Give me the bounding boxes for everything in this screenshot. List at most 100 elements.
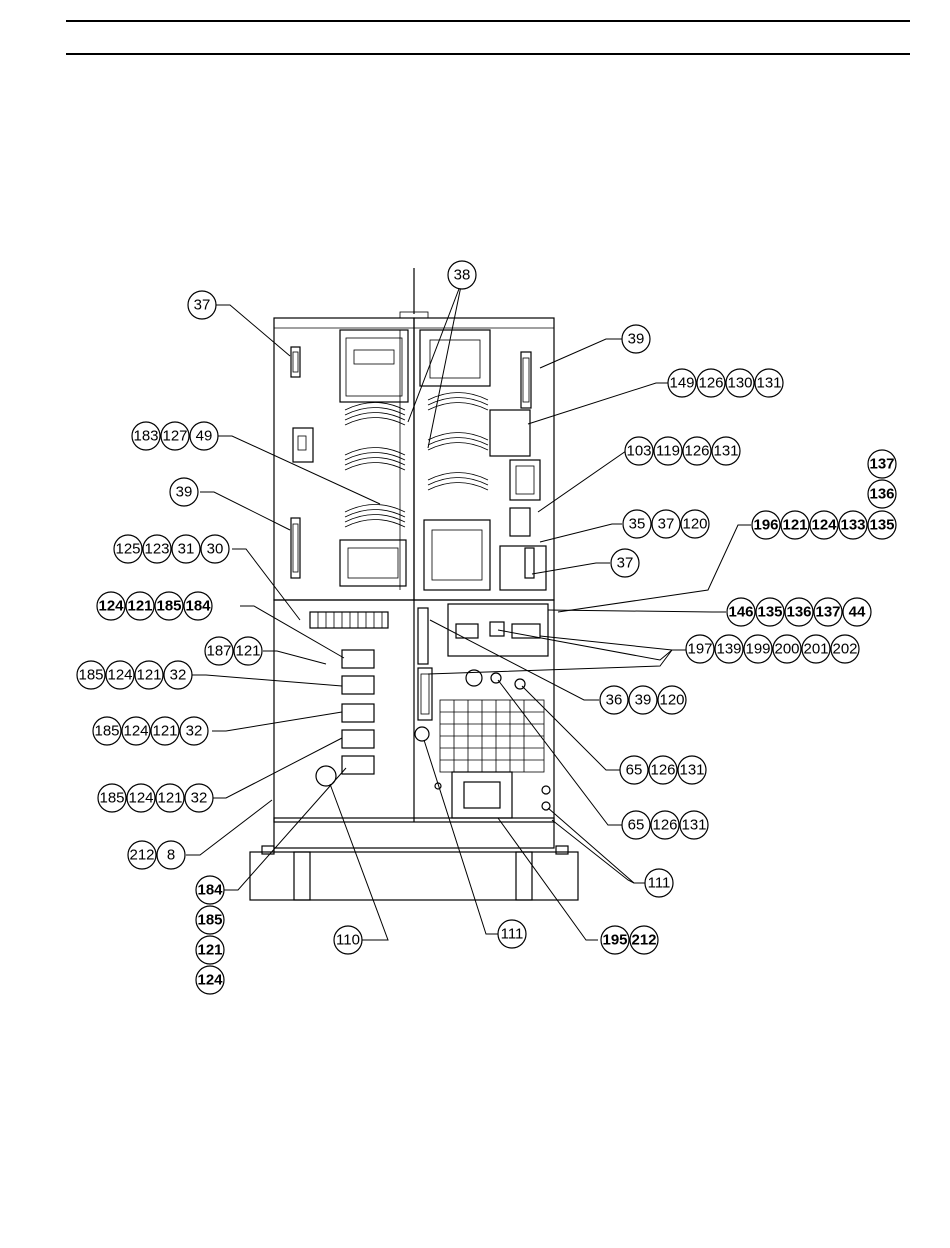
balloon-group-146: 146 135 136 137 44 [727, 598, 871, 626]
cabinet-drawing [250, 268, 578, 900]
svg-text:65: 65 [626, 762, 643, 779]
svg-text:185: 185 [156, 598, 181, 615]
balloon-185-stack: 185 [196, 906, 224, 934]
svg-text:126: 126 [684, 443, 709, 460]
balloon-137-stack: 137 [868, 450, 896, 478]
svg-text:149: 149 [669, 375, 694, 392]
balloon-label: 38 [454, 267, 471, 284]
balloon-136-stack: 136 [868, 480, 896, 508]
upper-right-panel [414, 318, 554, 600]
svg-text:36: 36 [606, 692, 623, 709]
balloon-label: 121 [197, 942, 222, 959]
svg-text:201: 201 [803, 641, 828, 658]
balloon-111-right: 111 [645, 869, 673, 897]
balloon-39-right: 39 [622, 325, 650, 353]
balloon-39-left: 39 [170, 478, 198, 506]
balloon-group-197: 197 139 199 200 201 202 [686, 635, 859, 663]
balloon-label: 111 [501, 926, 524, 943]
svg-text:130: 130 [727, 375, 752, 392]
balloon-37-top: 37 [188, 291, 216, 319]
svg-text:103: 103 [626, 443, 651, 460]
balloon-group-185-b: 185 124 121 32 [93, 717, 208, 745]
balloon-37-mid: 37 [611, 549, 639, 577]
balloon-label: 39 [176, 484, 193, 501]
svg-text:135: 135 [757, 604, 782, 621]
balloon-label: 185 [197, 912, 222, 929]
svg-text:120: 120 [659, 692, 684, 709]
svg-text:49: 49 [196, 428, 213, 445]
svg-text:146: 146 [728, 604, 753, 621]
svg-text:136: 136 [786, 604, 811, 621]
balloon-38: 38 [448, 261, 476, 289]
svg-text:127: 127 [162, 428, 187, 445]
balloon-label: 137 [869, 456, 894, 473]
balloon-label: 111 [648, 875, 671, 892]
balloon-124-stack: 124 [196, 966, 224, 994]
balloon-group-149: 149 126 130 131 [668, 369, 783, 397]
svg-text:131: 131 [756, 375, 781, 392]
upper-left-panel [274, 318, 414, 600]
balloon-label: 37 [194, 297, 211, 314]
balloon-group-212-8: 212 8 [128, 841, 185, 869]
svg-text:131: 131 [681, 817, 706, 834]
balloon-group-183: 183 127 49 [132, 422, 218, 450]
svg-text:32: 32 [186, 723, 203, 740]
svg-text:126: 126 [698, 375, 723, 392]
balloon-group-103: 103 119 126 131 [625, 437, 740, 465]
balloon-group-125: 125 123 31 30 [114, 535, 229, 563]
svg-text:120: 120 [682, 516, 707, 533]
svg-text:126: 126 [652, 817, 677, 834]
balloon-label: 124 [197, 972, 223, 989]
svg-text:32: 32 [191, 790, 208, 807]
svg-text:195: 195 [602, 932, 627, 949]
balloon-group-196[interactable]: 196 121 124 133 135 [752, 511, 896, 539]
svg-text:183: 183 [133, 428, 158, 445]
balloon-label: 110 [336, 932, 360, 949]
svg-text:212: 212 [129, 847, 154, 864]
svg-text:39: 39 [635, 692, 652, 709]
svg-text:133: 133 [840, 517, 865, 534]
svg-text:119: 119 [656, 443, 680, 460]
svg-text:121: 121 [127, 598, 152, 615]
balloon-group-36: 36 39 120 [600, 686, 686, 714]
svg-text:121: 121 [157, 790, 182, 807]
svg-text:185: 185 [94, 723, 119, 740]
svg-text:30: 30 [207, 541, 224, 558]
svg-text:199: 199 [745, 641, 770, 658]
balloon-group-35: 35 37 120 [623, 510, 709, 538]
svg-text:124: 124 [98, 598, 124, 615]
svg-text:126: 126 [650, 762, 675, 779]
leader-lines [186, 281, 751, 940]
svg-text:124: 124 [811, 517, 837, 534]
svg-text:197: 197 [687, 641, 712, 658]
balloon-group-65-a: 65 126 131 [620, 756, 706, 784]
balloon-group-187: 187 121 [205, 637, 262, 665]
svg-text:185: 185 [78, 667, 103, 684]
svg-text:124: 124 [107, 667, 132, 684]
svg-text:121: 121 [782, 517, 807, 534]
balloon-184-stack: 184 [196, 876, 224, 904]
svg-text:37: 37 [658, 516, 675, 533]
svg-text:31: 31 [178, 541, 195, 558]
svg-text:65: 65 [628, 817, 645, 834]
balloon-111-bottom: 111 [498, 920, 526, 948]
balloon-label: 136 [869, 486, 894, 503]
svg-text:139: 139 [716, 641, 741, 658]
svg-text:187: 187 [206, 643, 231, 660]
balloon-110: 110 [334, 926, 362, 954]
balloon-label: 184 [197, 882, 223, 899]
balloon-label: 39 [628, 331, 645, 348]
balloon-group-65-b: 65 126 131 [622, 811, 708, 839]
svg-text:185: 185 [99, 790, 124, 807]
svg-text:124: 124 [123, 723, 148, 740]
svg-text:123: 123 [144, 541, 169, 558]
svg-text:137: 137 [815, 604, 840, 621]
balloon-group-195: 195 212 [601, 926, 658, 954]
svg-text:212: 212 [631, 932, 656, 949]
svg-text:131: 131 [679, 762, 704, 779]
svg-text:135: 135 [869, 517, 894, 534]
svg-text:35: 35 [629, 516, 646, 533]
balloon-121-stack: 121 [196, 936, 224, 964]
svg-text:131: 131 [713, 443, 738, 460]
